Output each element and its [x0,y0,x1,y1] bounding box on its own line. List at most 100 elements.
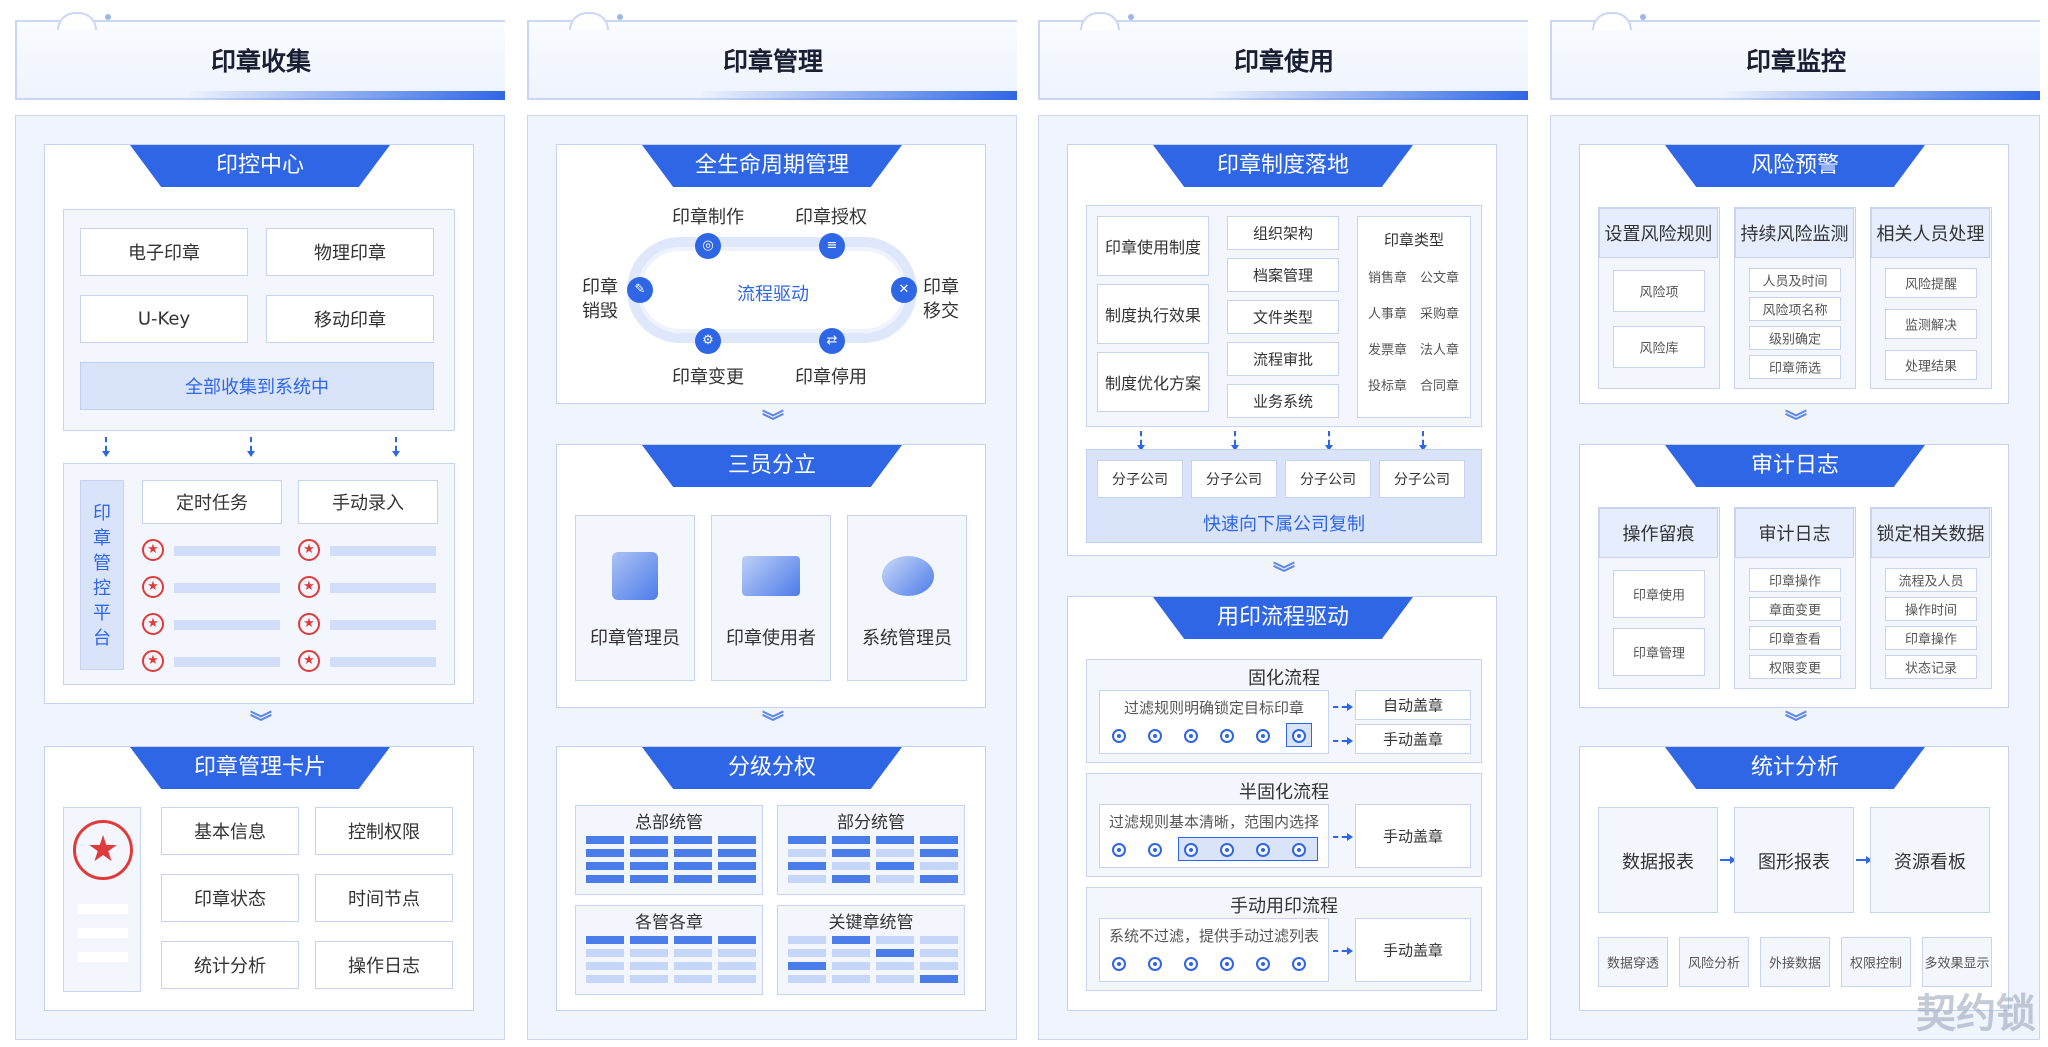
role-seal-user[interactable]: 印章使用者 [711,515,831,681]
subsidiary[interactable]: 分子公司 [1097,460,1183,498]
audit-item[interactable]: 印章查看 [1749,626,1841,650]
seal-physical[interactable]: 物理印章 [266,228,434,276]
column-header: 印章监控 [1550,12,2040,100]
audit-item[interactable]: 印章操作 [1885,626,1977,650]
table-cell [718,875,756,883]
panel-control-center: 印控中心 电子印章 物理印章 U-Key 移动印章 全部收集到系统中 印 章 管… [44,144,474,704]
risk-head: 设置风险规则 [1599,208,1718,258]
card-status[interactable]: 印章状态 [161,874,299,922]
card-operation-log[interactable]: 操作日志 [315,941,453,989]
seal-mobile[interactable]: 移动印章 [266,295,434,343]
audit-item[interactable]: 印章使用 [1613,570,1705,618]
flow-title: 半固化流程 [1239,782,1329,803]
manual-entry[interactable]: 手动录入 [298,480,438,524]
table-each[interactable]: 各管各章 [575,905,763,995]
audit-item[interactable]: 印章管理 [1613,628,1705,676]
manual-seal-button[interactable]: 手动盖章 [1355,724,1471,754]
stat-small[interactable]: 风险分析 [1679,937,1749,987]
table-partial[interactable]: 部分统管 [777,805,965,895]
audit-item[interactable]: 权限变更 [1749,655,1841,679]
risk-item[interactable]: 监测解决 [1885,309,1977,339]
mid-filetype[interactable]: 文件类型 [1227,300,1339,334]
seal-ukey[interactable]: U-Key [80,295,248,343]
seal-dot-icon [1112,957,1126,971]
card-statistics[interactable]: 统计分析 [161,941,299,989]
list-bar [174,620,280,630]
subsidiary[interactable]: 分子公司 [1191,460,1277,498]
stat-small[interactable]: 数据穿透 [1598,937,1668,987]
header-stripe [1040,91,1528,100]
table-title: 总部统管 [635,813,703,833]
mid-business[interactable]: 业务系统 [1227,384,1339,418]
card-line [78,952,128,962]
mid-archive[interactable]: 档案管理 [1227,258,1339,292]
risk-item[interactable]: 风险项 [1613,270,1705,312]
table-hq[interactable]: 总部统管 [575,805,763,895]
seal-dot-icon [1292,957,1306,971]
table-key[interactable]: 关键章统管 [777,905,965,995]
change-icon[interactable]: ⚙ [695,328,721,354]
risk-item[interactable]: 人员及时间 [1749,268,1841,292]
manual-seal-button[interactable]: 手动盖章 [1355,804,1471,868]
risk-item[interactable]: 风险项名称 [1749,297,1841,321]
seal-star-icon: ★ [298,650,320,672]
policy-usage[interactable]: 印章使用制度 [1097,216,1209,276]
subsidiary[interactable]: 分子公司 [1379,460,1465,498]
policy-effect[interactable]: 制度执行效果 [1097,284,1209,344]
audit-item[interactable]: 状态记录 [1885,655,1977,679]
stat-data-report[interactable]: 数据报表 [1598,807,1718,913]
audit-item[interactable]: 操作时间 [1885,597,1977,621]
tab-hierarchy: 分级分权 [642,747,902,789]
table-cell [788,849,826,857]
flow-desc: 过滤规则明确锁定目标印章 [1123,699,1304,717]
risk-item[interactable]: 印章筛选 [1749,355,1841,379]
mid-approval[interactable]: 流程审批 [1227,342,1339,376]
audit-head: 操作留痕 [1599,508,1718,558]
risk-item[interactable]: 风险库 [1613,326,1705,368]
scheduled-task[interactable]: 定时任务 [142,480,282,524]
card-timeline[interactable]: 时间节点 [315,874,453,922]
risk-item[interactable]: 风险提醒 [1885,268,1977,298]
subsidiary[interactable]: 分子公司 [1285,460,1371,498]
table-cell [674,875,712,883]
table-cell [674,962,712,970]
table-cell [876,949,914,957]
chevron-down-icon: ︾ [1784,410,1807,435]
seal-electronic[interactable]: 电子印章 [80,228,248,276]
panel-seal-card: 印章管理卡片 ★ 基本信息 控制权限 印章状态 时间节点 统计分析 操作日志 [44,746,474,1011]
stat-dashboard[interactable]: 资源看板 [1870,807,1990,913]
make-icon[interactable]: ◎ [695,233,721,259]
table-cell [876,975,914,983]
audit-item[interactable]: 章面变更 [1749,597,1841,621]
auto-seal-button[interactable]: 自动盖章 [1355,690,1471,720]
risk-item[interactable]: 级别确定 [1749,326,1841,350]
audit-item[interactable]: 印章操作 [1749,568,1841,592]
column-title: 印章管理 [722,47,823,76]
table-cell [920,975,958,983]
header-decoration [57,12,97,30]
card-permissions[interactable]: 控制权限 [315,807,453,855]
destroy-icon[interactable]: ✎ [627,277,653,303]
policy-optimize[interactable]: 制度优化方案 [1097,352,1209,412]
transfer-icon[interactable]: ✕ [891,277,917,303]
manual-seal-button[interactable]: 手动盖章 [1355,918,1471,982]
audit-item[interactable]: 流程及人员 [1885,568,1977,592]
stat-small[interactable]: 多效果显示 [1922,937,1992,987]
risk-col-handle: 相关人员处理 风险提醒 监测解决 处理结果 [1870,207,1992,389]
stat-chart-report[interactable]: 图形报表 [1734,807,1854,913]
mid-org[interactable]: 组织架构 [1227,216,1339,250]
platform-panel: 印 章 管 控 平 台 定时任务 手动录入 ★ ★ ★ ★ [63,463,455,685]
card-basic-info[interactable]: 基本信息 [161,807,299,855]
role-system-admin[interactable]: 系统管理员 [847,515,967,681]
stat-small[interactable]: 权限控制 [1841,937,1911,987]
role-seal-admin[interactable]: 印章管理员 [575,515,695,681]
stop-icon[interactable]: ⇄ [819,328,845,354]
header-decoration [1080,12,1120,30]
auth-icon[interactable]: ≡ [819,233,845,259]
stat-small[interactable]: 外接数据 [1760,937,1830,987]
seal-type: 采购章 [1420,307,1460,322]
role-label: 印章使用者 [726,628,816,649]
table-cell [630,962,668,970]
seal-dot-icon [1112,843,1126,857]
risk-item[interactable]: 处理结果 [1885,350,1977,380]
